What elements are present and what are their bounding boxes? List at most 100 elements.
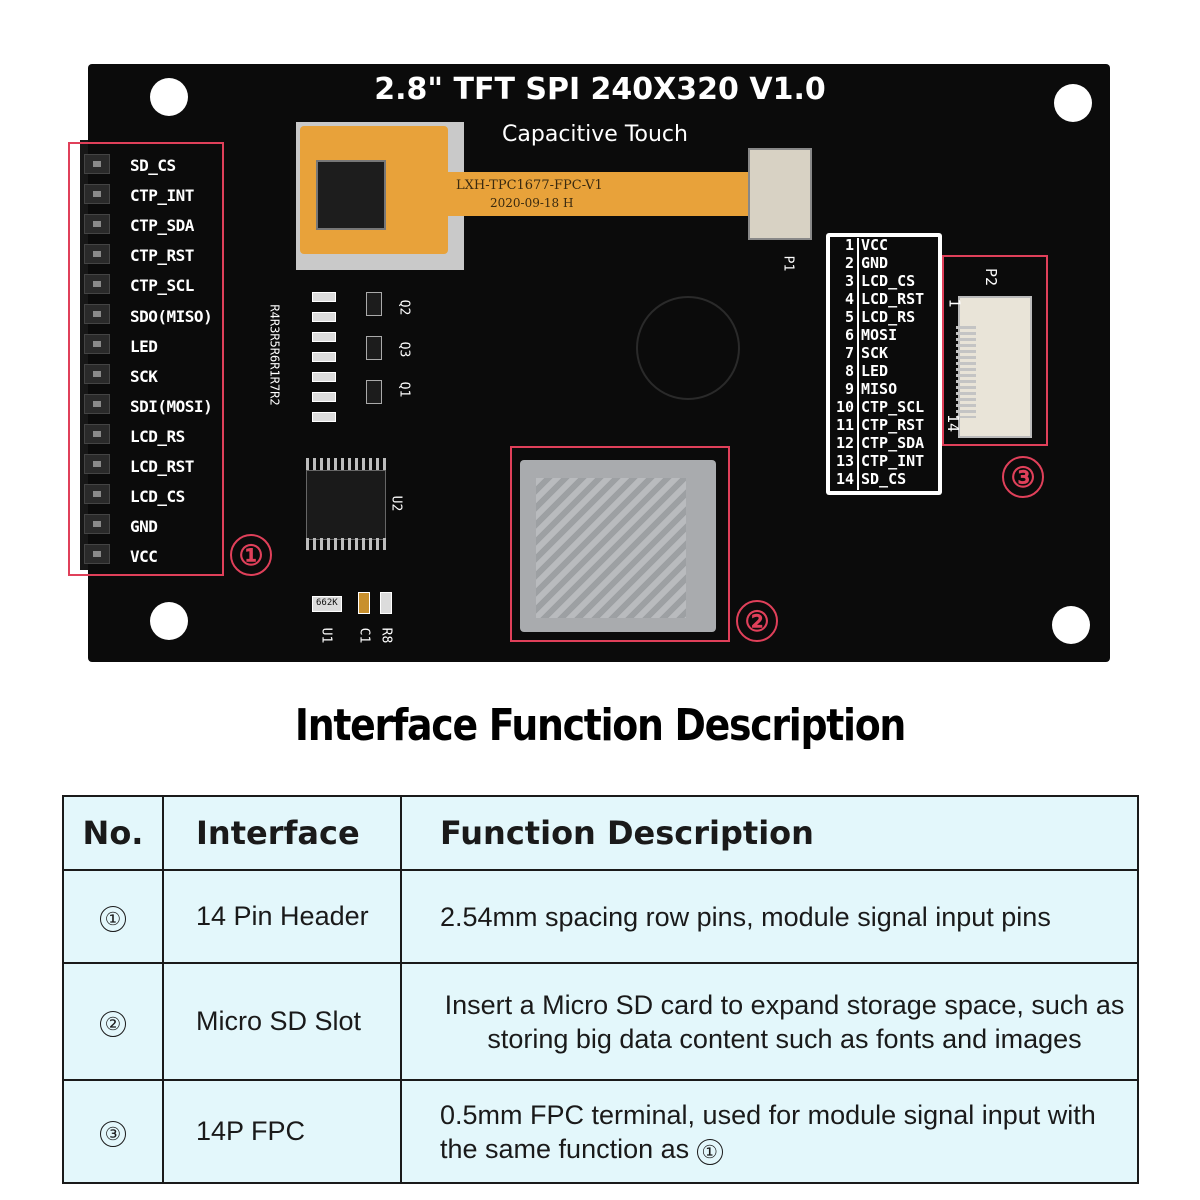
pin-label: CTP_SCL xyxy=(130,276,194,295)
pin-label: LCD_RS xyxy=(130,427,185,446)
board-logo xyxy=(636,296,740,400)
row-number-marker: ③ xyxy=(100,1121,126,1147)
page-heading: Interface Function Description xyxy=(294,700,906,751)
pin-label: CTP_RST xyxy=(130,246,194,265)
pin-header-14 xyxy=(84,146,110,568)
pin-label: SDO(MISO) xyxy=(130,307,213,326)
row-number: ③ xyxy=(62,1079,164,1184)
mount-hole-bottom-right xyxy=(1052,606,1090,644)
fpc-pin-name: LCD_CS xyxy=(861,272,916,290)
highlight-micro-sd xyxy=(510,446,730,642)
fpc-pin-number: 8 xyxy=(844,362,854,380)
row-interface: 14 Pin Header xyxy=(162,869,402,964)
row-function: 0.5mm FPC terminal, used for module sign… xyxy=(400,1079,1139,1184)
connector-p1 xyxy=(748,148,812,240)
regulator-u1 xyxy=(312,596,342,612)
mount-hole-bottom-left xyxy=(150,602,188,640)
ic-u2-pins-bottom xyxy=(306,538,386,550)
row-interface: Micro SD Slot xyxy=(162,962,402,1081)
pin-label: GND xyxy=(130,517,158,536)
fpc-pin-number: 2 xyxy=(844,254,854,272)
row-function-text: 0.5mm FPC terminal, used for module sign… xyxy=(440,1099,1096,1164)
micro-sd-slot-cover xyxy=(536,478,686,618)
row-function: Insert a Micro SD card to expand storage… xyxy=(400,962,1139,1081)
fpc-pin-name: CTP_RST xyxy=(861,416,925,434)
label-r8: R8 xyxy=(378,627,394,644)
connector-p1-label: P1 xyxy=(780,255,796,272)
header-no: No. xyxy=(62,795,164,871)
fpc-pin-name: SD_CS xyxy=(861,470,907,488)
marker-3: ③ xyxy=(1002,456,1044,498)
transistor-label-q3: Q3 xyxy=(396,341,412,358)
marker-1: ① xyxy=(230,534,272,576)
mount-hole-top-right xyxy=(1054,84,1092,122)
fpc-pin-name: LED xyxy=(861,362,889,380)
fpc-pin-number: 1 xyxy=(844,236,854,254)
capacitor-c1 xyxy=(358,592,370,614)
row-interface: 14P FPC xyxy=(162,1079,402,1184)
fpc-pin-number: 12 xyxy=(835,434,854,452)
fpc-pin-name: GND xyxy=(861,254,889,272)
pin-label: LCD_CS xyxy=(130,487,185,506)
resistor-bank-label: R4R3R5R6R1R7R2 xyxy=(267,304,282,406)
table-row: ① 14 Pin Header 2.54mm spacing row pins,… xyxy=(62,869,1139,964)
pin-label: LED xyxy=(130,337,158,356)
row-number-marker: ① xyxy=(100,906,126,932)
flex-cable-tail xyxy=(440,172,752,216)
header-function: Function Description xyxy=(400,795,1139,871)
transistor-label-q2: Q2 xyxy=(396,299,412,316)
fpc-pin-name: VCC xyxy=(861,236,889,254)
resistor-r8 xyxy=(380,592,392,614)
pin-label: SCK xyxy=(130,367,158,386)
highlight-pin-header xyxy=(68,142,224,576)
fpc-pin-number: 13 xyxy=(835,452,854,470)
table-row: ③ 14P FPC 0.5mm FPC terminal, used for m… xyxy=(62,1079,1139,1184)
fpc-pin-name: LCD_RS xyxy=(861,308,916,326)
row-number-marker: ② xyxy=(100,1011,126,1037)
row-function-ref-marker: ① xyxy=(696,1138,723,1165)
board-subtitle: Capacitive Touch xyxy=(502,122,688,147)
fpc-pin-name: LCD_RST xyxy=(861,290,925,308)
fpc-pin-number: 5 xyxy=(844,308,854,326)
ic-u2 xyxy=(306,470,386,540)
row-function: 2.54mm spacing row pins, module signal i… xyxy=(400,869,1139,964)
fpc-pin-number: 10 xyxy=(835,398,854,416)
header-interface: Interface xyxy=(162,795,402,871)
pin-label: SDI(MOSI) xyxy=(130,397,213,416)
fpc-pin-name: CTP_INT xyxy=(861,452,925,470)
row-number: ① xyxy=(62,869,164,964)
ic-u2-label: U2 xyxy=(388,495,404,512)
fpc-pin-name: MISO xyxy=(861,380,898,398)
fpc-pin-name: SCK xyxy=(861,344,889,362)
ic-u2-pins-top xyxy=(306,458,386,470)
row-number: ② xyxy=(62,962,164,1081)
transistor-label-q1: Q1 xyxy=(396,381,412,398)
fpc-pin-number: 7 xyxy=(844,344,854,362)
fpc-pinout-divider xyxy=(857,238,859,490)
touch-controller-chip xyxy=(316,160,386,230)
regulator-marking: 662K xyxy=(316,598,338,608)
fpc-pin-number: 3 xyxy=(844,272,854,290)
pin-label: VCC xyxy=(130,547,158,566)
pin-label: CTP_INT xyxy=(130,186,194,205)
fpc-pin-number: 9 xyxy=(844,380,854,398)
highlight-fpc xyxy=(942,255,1048,446)
fpc-pin-name: MOSI xyxy=(861,326,898,344)
fpc-pin-number: 4 xyxy=(844,290,854,308)
fpc-pin-name: CTP_SCL xyxy=(861,398,925,416)
flex-cable-date: 2020-09-18 H xyxy=(490,196,574,210)
fpc-connector-p2-pins xyxy=(956,326,976,418)
fpc-pin-number: 6 xyxy=(844,326,854,344)
fpc-pin-name: CTP_SDA xyxy=(861,434,925,452)
pin-label: LCD_RST xyxy=(130,457,194,476)
interface-table: No. Interface Function Description ① 14 … xyxy=(62,795,1139,1184)
label-c1: C1 xyxy=(356,627,372,644)
table-header-row: No. Interface Function Description xyxy=(62,795,1139,871)
mount-hole-top-left xyxy=(150,78,188,116)
flex-cable-label: LXH-TPC1677-FPC-V1 xyxy=(456,178,603,193)
fpc-pin-number: 14 xyxy=(835,470,854,488)
board-title: 2.8" TFT SPI 240X320 V1.0 xyxy=(374,72,826,107)
fpc-pin-number: 11 xyxy=(835,416,854,434)
table-row: ② Micro SD Slot Insert a Micro SD card t… xyxy=(62,962,1139,1081)
marker-2: ② xyxy=(736,600,778,642)
